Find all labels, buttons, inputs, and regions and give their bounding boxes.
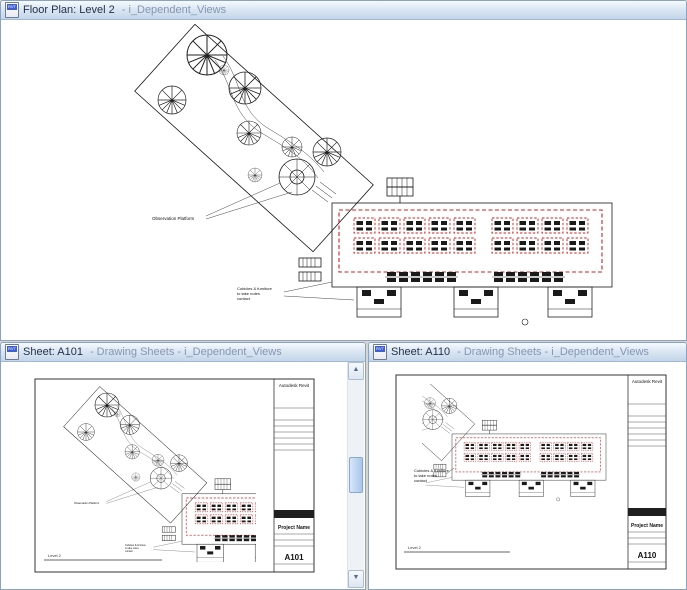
scrollbar-track[interactable] (348, 380, 364, 570)
sheet-a101-border (34, 378, 315, 573)
window-subtitle: - i_Dependent_Views (121, 4, 227, 16)
window-title: Sheet: A101 (23, 346, 83, 358)
vertical-scrollbar[interactable]: ▲ ▼ (347, 362, 364, 588)
park-strip-outline (134, 23, 374, 253)
sheet-a101-canvas[interactable]: Autodesk Revit Project Name A101 Level 2 (2, 362, 349, 588)
revit-file-icon[interactable]: RVT (373, 344, 387, 360)
scrollbar-thumb[interactable] (349, 457, 363, 493)
walkway-path (214, 55, 325, 179)
workstation-rows (384, 271, 566, 283)
svg-text:contact: contact (414, 478, 428, 483)
svg-text:Cubicles & furniture: Cubicles & furniture (414, 468, 450, 473)
building-outline (298, 177, 613, 326)
titleblock-sheet-number: A101 (284, 553, 304, 562)
sheet-a110-client: Autodesk Revit Project Name A110 Cubicle… (370, 362, 685, 588)
crop-region-outline[interactable] (338, 209, 603, 273)
observation-platform-symbol (278, 158, 337, 203)
window-sheet-a101[interactable]: RVT Sheet: A101 - Drawing Sheets - i_Dep… (0, 342, 366, 590)
titleblock-project-name: Project Name (631, 523, 663, 529)
site-plan-drawing: Observation Platform (134, 23, 613, 326)
window-title: Sheet: A110 (391, 346, 451, 358)
observation-platform-label: Observation Platform (152, 216, 195, 221)
sheet-a101-client: Autodesk Revit Project Name A101 Level 2… (2, 362, 364, 588)
floor-plan-client: Observation Platform (2, 20, 685, 339)
titlebar-sheet-a110[interactable]: RVT Sheet: A110 - Drawing Sheets - i_Dep… (369, 343, 686, 362)
titlebar-floor-plan[interactable]: RVT Floor Plan: Level 2 - i_Dependent_Vi… (1, 1, 686, 20)
svg-text:contact: contact (237, 296, 251, 301)
titleblock-sheet-number: A110 (638, 551, 657, 560)
window-sheet-a110[interactable]: RVT Sheet: A110 - Drawing Sheets - i_Dep… (368, 342, 687, 590)
view-title-label: Level 2 (408, 545, 422, 550)
titleblock-brand: Autodesk Revit (632, 379, 663, 384)
cubicle-note: Cubicles & furniture to take notes conta… (237, 286, 273, 301)
titlebar-sheet-a101[interactable]: RVT Sheet: A101 - Drawing Sheets - i_Dep… (1, 343, 365, 362)
cubicle-grid (353, 217, 589, 254)
revit-file-icon[interactable]: RVT (5, 344, 19, 360)
window-title: Floor Plan: Level 2 (23, 4, 115, 16)
scroll-down-button[interactable]: ▼ (348, 570, 364, 588)
window-subtitle: - Drawing Sheets - i_Dependent_Views (89, 346, 282, 358)
window-subtitle: - Drawing Sheets - i_Dependent_Views (457, 346, 649, 358)
cubicle-note-a110: Cubicles & furniture to take notes conta… (414, 467, 455, 483)
view-title-label: Level 2 (48, 553, 62, 558)
sheet-a110-border (395, 374, 667, 570)
titleblock-brand: Autodesk Revit (279, 383, 310, 388)
floor-plan-canvas[interactable]: Observation Platform (2, 20, 685, 339)
svg-text:to take notes: to take notes (414, 473, 437, 478)
sheet-a110-canvas[interactable]: Autodesk Revit Project Name A110 Cubicle… (370, 362, 685, 588)
window-floor-plan[interactable]: RVT Floor Plan: Level 2 - i_Dependent_Vi… (0, 0, 687, 341)
cubicle-note-leaders (283, 281, 355, 301)
tree-symbols (157, 34, 342, 183)
revit-file-icon[interactable]: RVT (5, 2, 19, 18)
viewport-a110 (370, 362, 606, 501)
svg-text:to take notes: to take notes (237, 291, 260, 296)
titleblock-project-name: Project Name (278, 525, 310, 531)
svg-text:Cubicles & furniture: Cubicles & furniture (237, 286, 273, 291)
scroll-up-button[interactable]: ▲ (348, 362, 364, 380)
observation-platform-leaders (205, 182, 293, 220)
building-bays (356, 286, 593, 318)
